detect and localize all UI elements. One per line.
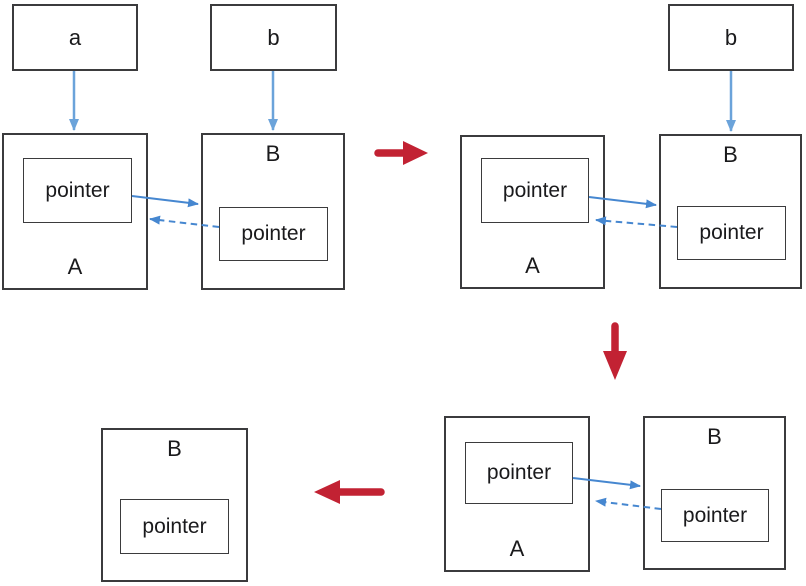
state1-var-a-label: a — [68, 24, 82, 50]
state1-object-a-pointer-label: pointer — [45, 178, 110, 202]
state1-var-b-label: b — [267, 24, 280, 50]
state1-object-b-box: B pointer — [201, 133, 345, 290]
state2-object-a-label: A — [525, 253, 540, 278]
state2-object-b-label: B — [723, 142, 738, 167]
state2-object-a-pointer-label: pointer — [502, 178, 568, 202]
state3-object-a-pointer-box: pointer — [465, 442, 573, 504]
state3-object-a-box: A pointer — [444, 416, 590, 572]
state2-object-a-box: A pointer — [460, 135, 605, 289]
state4-object-b-pointer-box: pointer — [120, 499, 229, 554]
state1-object-a-box: A pointer — [2, 133, 148, 290]
transition-arrow-3-left — [314, 480, 385, 504]
state3-object-b-label: B — [707, 424, 722, 449]
state2-object-a-pointer-box: pointer — [481, 158, 589, 223]
state1-var-b-box: b — [210, 4, 337, 71]
state3-object-a-label: A — [509, 536, 525, 561]
state3-object-b-pointer-label: pointer — [682, 503, 748, 527]
state2-var-b-box: b — [668, 4, 794, 71]
state1-object-a-pointer-box: pointer — [23, 158, 132, 223]
state1-object-b-pointer-box: pointer — [219, 207, 328, 261]
state4-object-b-box: B pointer — [101, 428, 248, 582]
state1-object-a-label: A — [67, 254, 83, 279]
state3-object-b-box: B pointer — [643, 416, 786, 570]
state2-object-b-pointer-label: pointer — [699, 221, 764, 244]
transition-arrow-2-down — [603, 322, 627, 380]
state3-object-b-pointer-box: pointer — [661, 489, 769, 542]
state3-object-a-pointer-label: pointer — [486, 461, 552, 484]
state2-var-b-label: b — [724, 24, 738, 50]
state1-var-a-box: a — [12, 4, 138, 71]
state1-object-b-pointer-label: pointer — [241, 222, 306, 245]
state2-object-b-box: B pointer — [659, 134, 802, 289]
state4-object-b-label: B — [167, 436, 182, 461]
state1-object-b-label: B — [265, 141, 281, 166]
state4-object-b-pointer-label: pointer — [142, 514, 207, 538]
state2-object-b-pointer-box: pointer — [677, 206, 786, 260]
transition-arrow-1-right — [374, 141, 428, 165]
